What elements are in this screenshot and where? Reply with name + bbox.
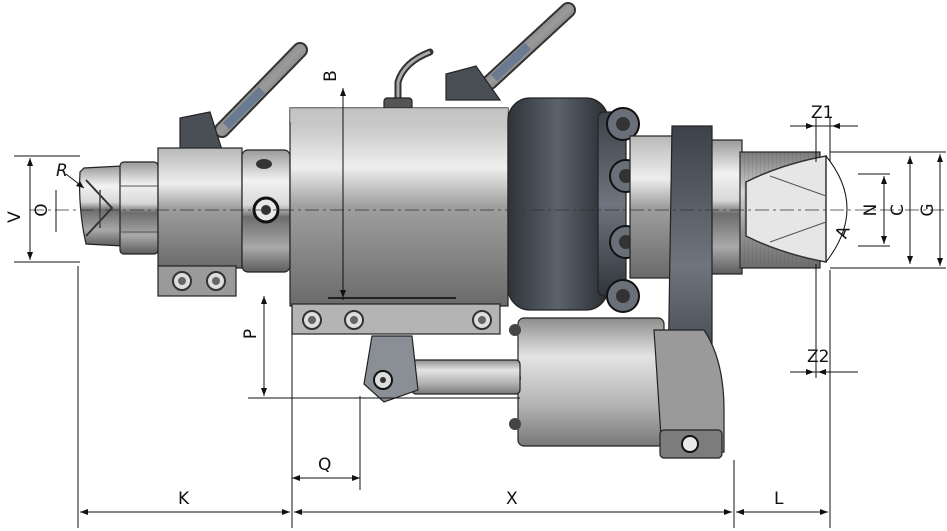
front-hub (629, 135, 673, 279)
label-g: G (918, 203, 938, 216)
label-p: P (241, 329, 261, 339)
label-z1: Z1 (811, 103, 833, 123)
holder-screws (172, 271, 226, 291)
label-o: O (32, 203, 52, 216)
cable-left (214, 42, 308, 138)
dimension-arrows (27, 88, 943, 515)
label-q: Q (318, 455, 331, 475)
label-z2: Z2 (807, 347, 829, 367)
housing-base-plate (291, 303, 501, 335)
left-bracket (179, 111, 223, 153)
label-c: C (888, 204, 908, 216)
holder-body (157, 147, 243, 269)
hex-nut (119, 161, 159, 255)
label-r: R (56, 161, 68, 181)
label-a: A (832, 223, 855, 241)
rod-clevis (363, 335, 419, 403)
flange-ring (507, 97, 609, 311)
dimension-lines (14, 88, 946, 528)
piston-rod (411, 359, 521, 395)
label-l: L (774, 489, 784, 509)
cable-right (482, 2, 576, 90)
label-v: V (5, 211, 25, 223)
label-n: N (861, 204, 881, 217)
right-bracket (445, 65, 502, 101)
label-k: K (178, 489, 190, 509)
label-x: X (506, 489, 518, 509)
front-hub-ring (709, 139, 743, 275)
actuator-unit (509, 317, 725, 459)
dimension-labels: V O R B P Q K X L Z1 Z2 N C G A (5, 70, 938, 509)
main-housing (289, 107, 509, 307)
label-b: B (321, 70, 341, 82)
tool-nose (79, 165, 123, 247)
coolant-pipe (383, 48, 434, 111)
base-plate-screws (302, 310, 492, 330)
tool-head-assembly (79, 2, 827, 459)
